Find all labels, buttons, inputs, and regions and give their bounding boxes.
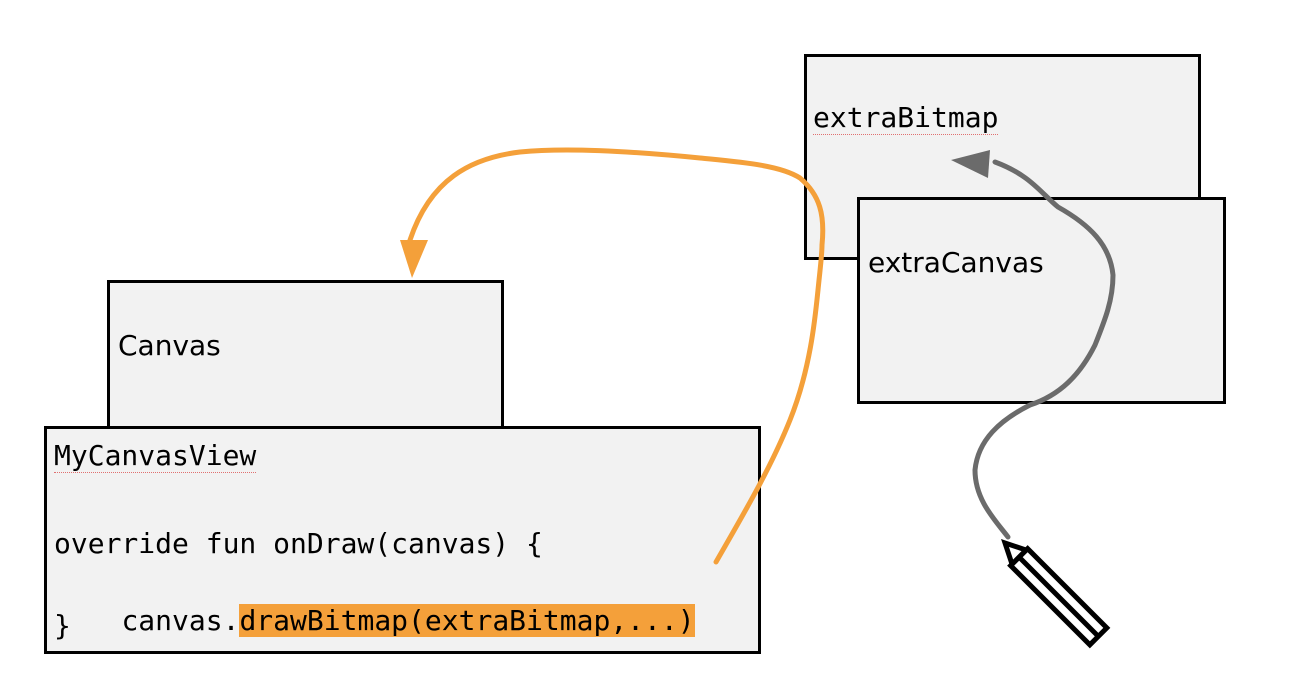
code-line-1: override fun onDraw(canvas) { bbox=[54, 527, 543, 560]
canvas-label: Canvas bbox=[118, 329, 221, 362]
my-canvas-view-box: MyCanvasView override fun onDraw(canvas)… bbox=[44, 426, 761, 654]
extra-canvas-label: extraCanvas bbox=[868, 246, 1044, 279]
code-line-2: canvas.drawBitmap(extraBitmap,...) bbox=[54, 571, 695, 670]
my-canvas-view-title: MyCanvasView bbox=[54, 439, 257, 473]
draw-bitmap-arrow bbox=[407, 147, 826, 565]
pencil-draw-arrowhead bbox=[951, 150, 990, 178]
code-line-3: } bbox=[54, 609, 71, 642]
extra-bitmap-label: extraBitmap bbox=[813, 101, 999, 135]
canvas-box: Canvas bbox=[107, 280, 504, 440]
pencil-icon bbox=[1001, 539, 1111, 649]
pencil-draw-arrow bbox=[972, 159, 1116, 540]
extra-canvas-box: extraCanvas bbox=[857, 197, 1226, 404]
code-line-2-prefix: canvas. bbox=[121, 604, 240, 637]
draw-bitmap-highlight: drawBitmap(extraBitmap,...) bbox=[239, 604, 695, 637]
draw-bitmap-arrowhead bbox=[400, 240, 428, 278]
